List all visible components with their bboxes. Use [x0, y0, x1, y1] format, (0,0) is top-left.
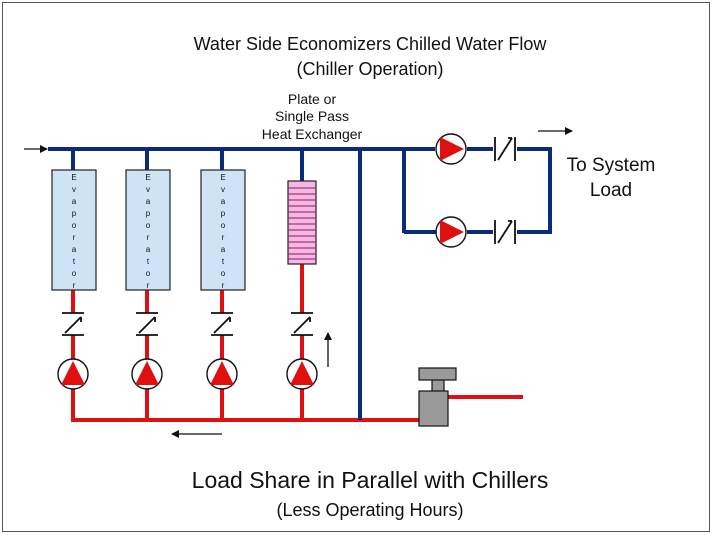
valve-icon	[291, 312, 313, 336]
evaporator-2-letter-7: a	[146, 245, 151, 254]
evaporator-3: E v a p o r a t o r	[200, 169, 246, 291]
evaporator-3-letter-2: v	[221, 185, 225, 194]
evaporator-2-letter-10: r	[147, 281, 150, 290]
valve-icon	[493, 217, 517, 247]
pump-icon	[435, 216, 467, 248]
evaporator-3-letter-1: E	[220, 173, 225, 182]
evaporator-1-letter-1: E	[71, 173, 76, 182]
evaporator-3-letter-9: o	[221, 269, 226, 278]
evaporator-3-letter-10: r	[222, 281, 225, 290]
hx-label-line-1: Plate or	[288, 91, 337, 107]
evaporator-2-letter-6: r	[147, 233, 150, 242]
evaporator-1-letter-10: r	[73, 281, 76, 290]
evaporator-3-letter-3: a	[221, 197, 226, 206]
footer-line-2: (Less Operating Hours)	[276, 500, 463, 520]
chilled-water-piping	[48, 147, 552, 420]
valve-icon	[136, 312, 158, 336]
evaporator-3-letter-4: p	[221, 209, 226, 218]
valve-icon	[493, 134, 517, 164]
pump-icon	[131, 358, 163, 390]
evaporator-2-letter-9: o	[146, 269, 151, 278]
evaporator-1-letter-4: p	[72, 209, 77, 218]
evaporator-2-letter-2: v	[146, 185, 150, 194]
evaporator-3-letter-8: t	[222, 257, 225, 266]
valve-icon	[211, 312, 233, 336]
title-line-2: (Chiller Operation)	[296, 59, 443, 79]
evaporator-3-letter-7: a	[221, 245, 226, 254]
footer-line-1: Load Share in Parallel with Chillers	[192, 467, 549, 493]
expansion-tank-icon	[418, 367, 457, 427]
hx-label-line-2: Single Pass	[275, 108, 349, 124]
evaporator-2-letter-3: a	[146, 197, 151, 206]
pump-icon	[57, 358, 89, 390]
evaporator-1-letter-9: o	[72, 269, 77, 278]
evaporator-1-letter-3: a	[72, 197, 77, 206]
evaporator-2-letter-4: p	[146, 209, 151, 218]
valve-icon	[62, 312, 84, 336]
evaporator-3-letter-6: r	[222, 233, 225, 242]
evaporator-2-letter-1: E	[145, 173, 150, 182]
hx-label-line-3: Heat Exchanger	[262, 126, 363, 142]
evaporator-2-letter-8: t	[147, 257, 150, 266]
system-load-label-line-2: Load	[590, 180, 632, 201]
title-line-1: Water Side Economizers Chilled Water Flo…	[194, 34, 548, 54]
evaporator-1-letter-5: o	[72, 221, 77, 230]
plate-heat-exchanger	[287, 180, 317, 265]
evaporator-1-letter-8: t	[73, 257, 76, 266]
evaporator-1-letter-6: r	[73, 233, 76, 242]
evaporator-2-letter-5: o	[146, 221, 151, 230]
evaporator-2: E v a p o r a t o r	[125, 169, 171, 291]
evaporator-1-letter-2: v	[72, 185, 76, 194]
evaporator-1-letter-7: a	[72, 245, 77, 254]
system-load-label-line-1: To System	[567, 155, 656, 176]
pump-icon	[206, 358, 238, 390]
evaporator-3-letter-5: o	[221, 221, 226, 230]
evaporator-1: E v a p o r a t o r	[51, 169, 97, 291]
pump-icon	[286, 358, 318, 390]
pump-icon	[435, 133, 467, 165]
